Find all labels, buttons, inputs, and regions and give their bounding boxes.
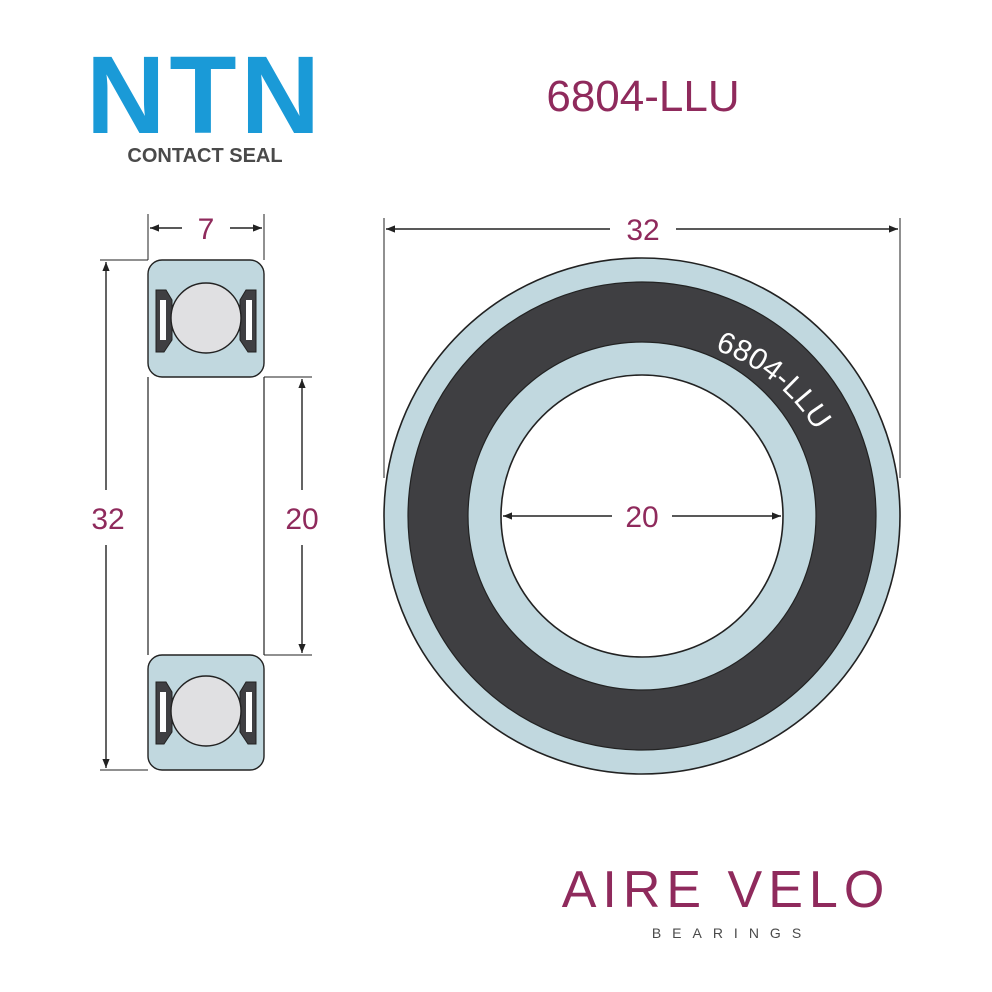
ball-icon: [170, 675, 242, 747]
part-number-title: 6804-LLU: [546, 72, 739, 121]
seal-type-label: CONTACT SEAL: [127, 145, 282, 167]
ball-icon: [170, 282, 242, 354]
vendor-logo: AIRE VELO: [562, 861, 891, 919]
vendor-tagline: BEARINGS: [652, 925, 812, 941]
side-section-bottom: [147, 654, 265, 771]
front-inner-diameter-dimension: 20: [625, 501, 658, 534]
side-outer-diameter-dimension: 32: [91, 503, 124, 536]
front-outer-diameter-dimension: 32: [626, 214, 659, 247]
side-inner-diameter-dimension: 20: [285, 503, 318, 536]
side-section-top: [147, 259, 265, 378]
side-width-dimension: 7: [198, 213, 215, 246]
side-view: 7 32 20: [91, 213, 319, 771]
bore: [500, 374, 784, 658]
front-view: 32 20: [383, 214, 901, 775]
brand-logo: NTN: [86, 34, 324, 157]
